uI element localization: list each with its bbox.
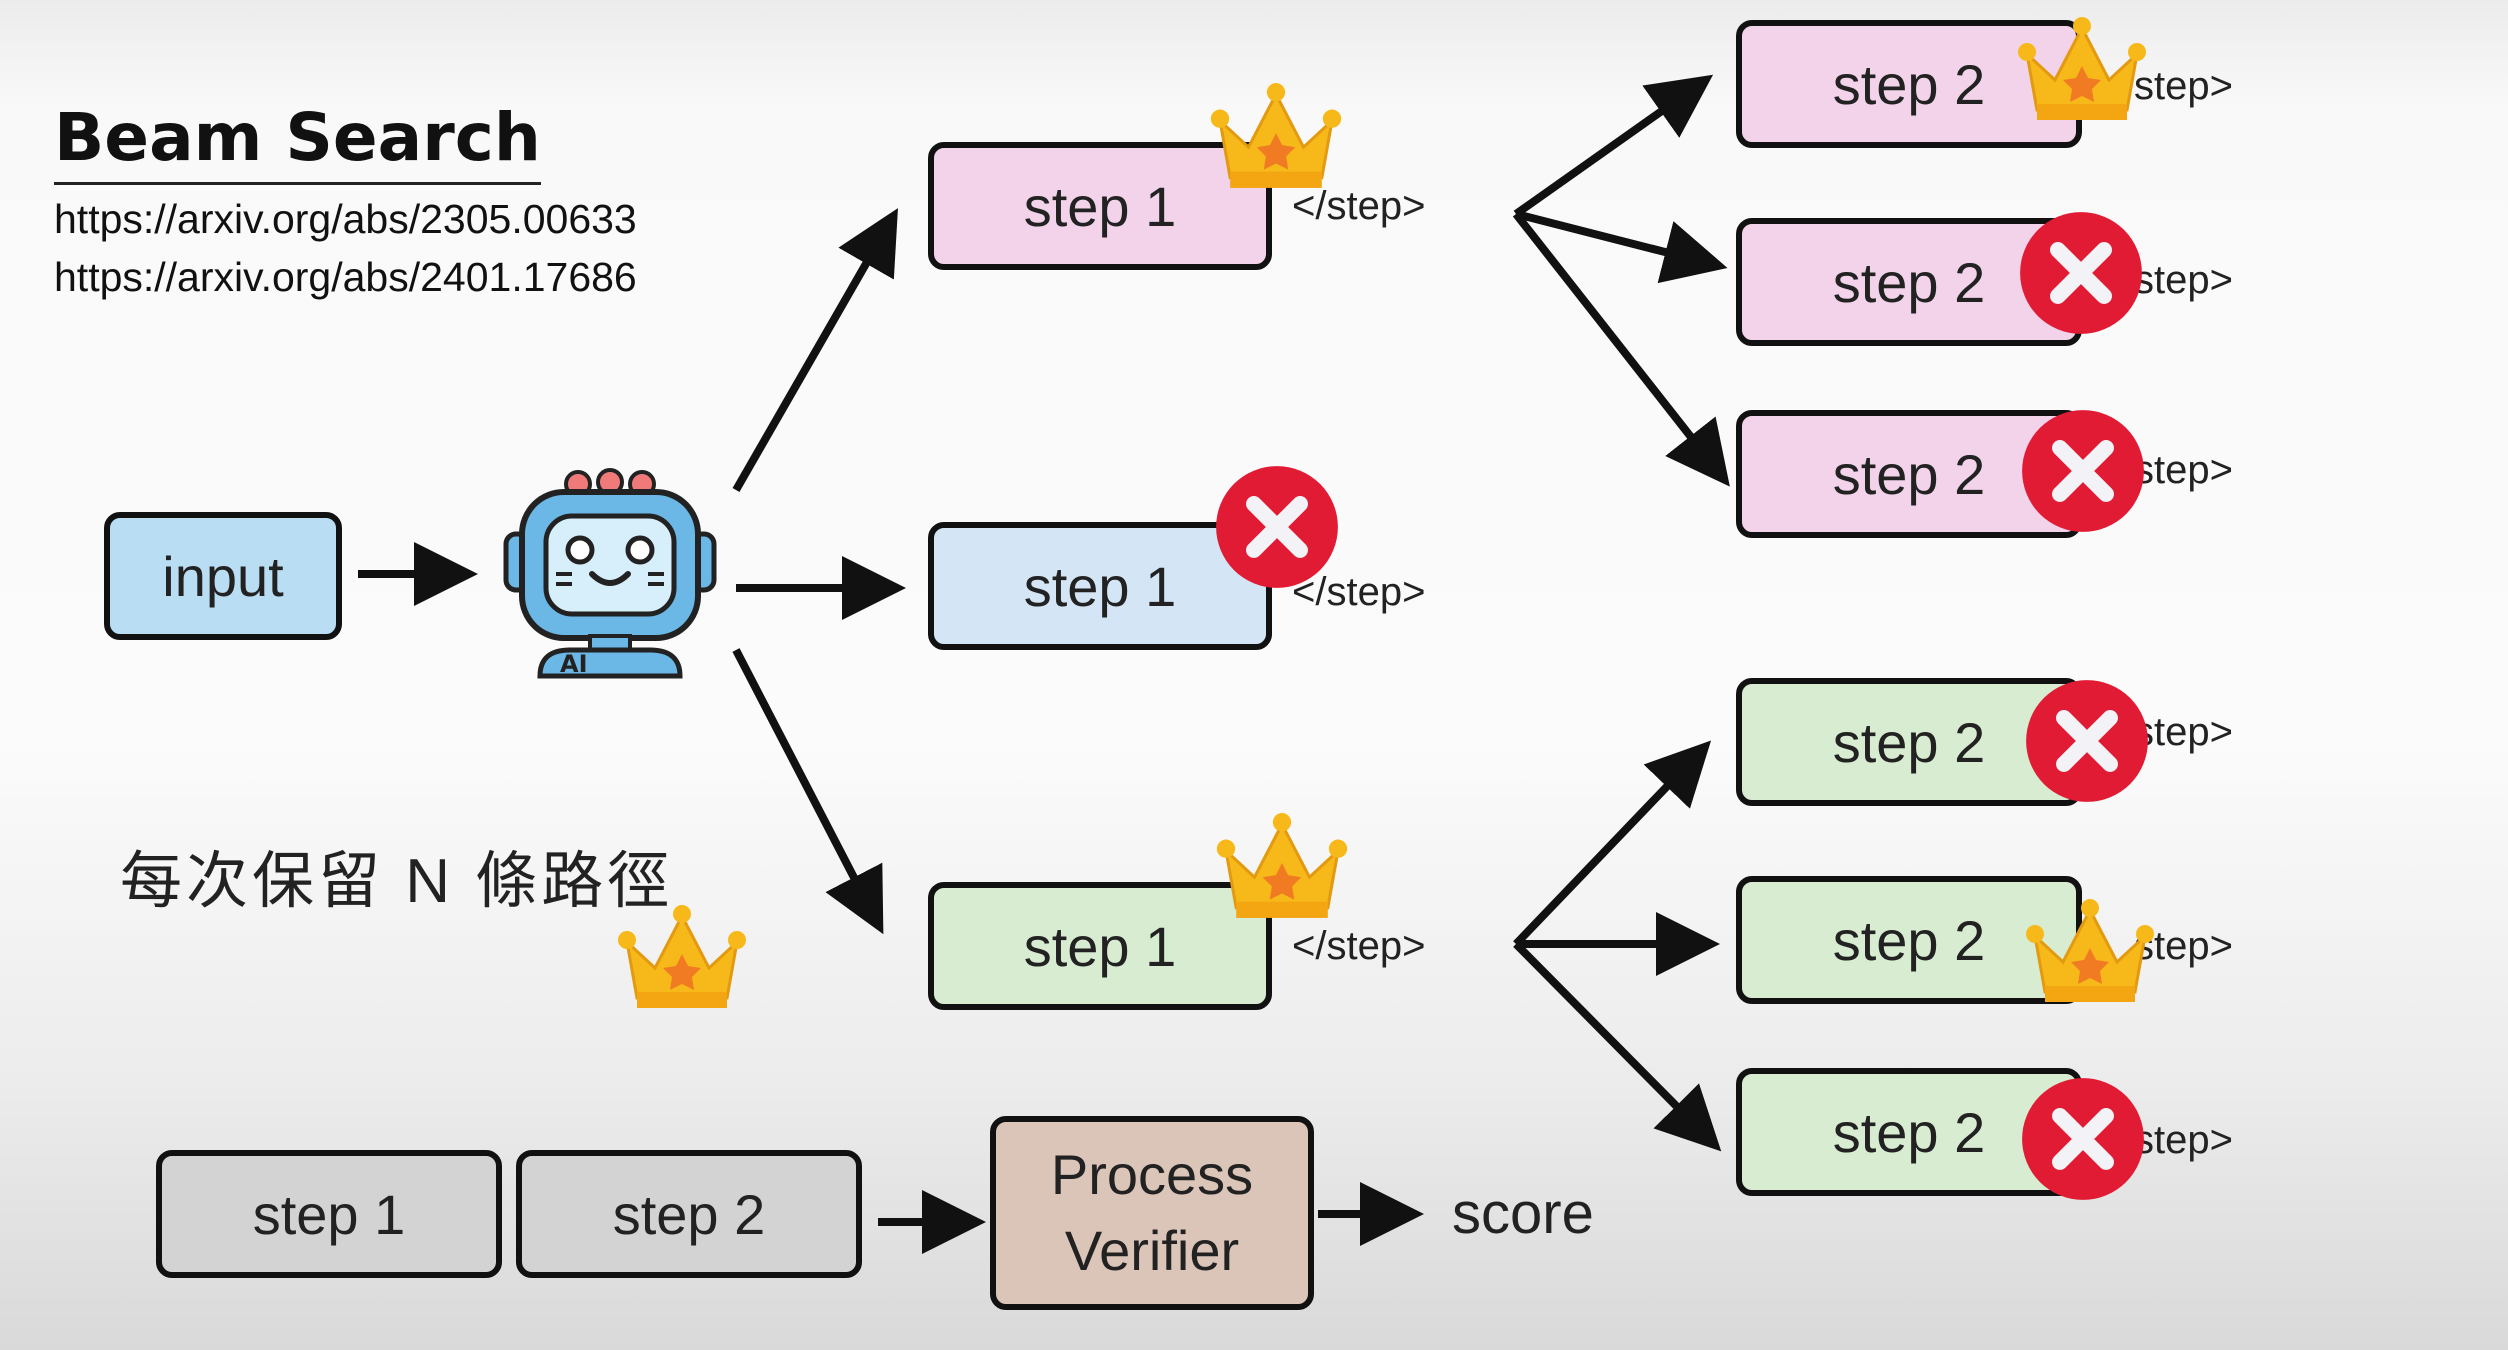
arrow-fan-top-1 [1513, 74, 1714, 218]
step2-box-bottom-3: step 2 [1736, 1068, 2082, 1196]
paper-link-2[interactable]: https://arxiv.org/abs/2401.17686 [54, 254, 637, 300]
cross-icon [2022, 1078, 2144, 1200]
step1-box-middle: step 1 [928, 522, 1272, 650]
step-end-tag: step> [2134, 448, 2233, 492]
input-box: input [104, 512, 342, 640]
verifier-line-1: Process [1050, 1143, 1254, 1206]
step-end-tag: step> [2134, 64, 2233, 108]
cross-icon [2026, 680, 2148, 802]
step1-box-verifier-input: step 1 [156, 1150, 502, 1278]
cross-icon [2022, 410, 2144, 532]
step2-box-verifier-input: step 2 [516, 1150, 862, 1278]
ai-robot-icon: AI [503, 468, 717, 679]
arrow-model-to-step1-top [732, 208, 898, 492]
cross-icon [1216, 466, 1338, 588]
step1-box-top: step 1 [928, 142, 1272, 270]
step-end-tag: step> [2134, 710, 2233, 754]
step-end-tag: </step> [1292, 570, 1426, 614]
beam-width-note: 每次保留 N 條路徑 [120, 847, 674, 916]
step1-box-bottom: step 1 [928, 882, 1272, 1010]
crown-icon [2018, 17, 2146, 120]
step-end-tag: </step> [1292, 924, 1426, 968]
crown-icon [1216, 813, 1348, 918]
step-end-tag: </step> [1292, 184, 1426, 228]
verifier-line-2: Verifier [1064, 1219, 1240, 1282]
paper-link-1[interactable]: https://arxiv.org/abs/2305.00633 [54, 196, 637, 242]
crown-icon [2026, 899, 2154, 1002]
step2-box-bottom-2: step 2 [1736, 876, 2082, 1004]
step-end-tag: step> [2134, 1118, 2233, 1162]
step2-box-bottom-1: step 2 [1736, 678, 2082, 806]
arrow-fan-bottom-1 [1513, 740, 1712, 947]
process-verifier-box: Process Verifier [990, 1116, 1314, 1310]
page-title: Beam Search [54, 98, 541, 185]
step2-box-top-1: step 2 [1736, 20, 2082, 148]
cross-icon [2020, 212, 2142, 334]
crown-icon [1210, 83, 1342, 188]
crown-icon [618, 905, 746, 1008]
arrow-fan-bottom-3 [1513, 941, 1722, 1152]
arrow-model-to-step1-bottom [732, 648, 884, 935]
arrow-fan-top-3 [1512, 211, 1730, 487]
svg-text:AI: AI [560, 650, 588, 678]
score-label: score [1452, 1181, 1594, 1246]
step-end-tag: step> [2134, 258, 2233, 302]
arrow-fan-top-2 [1515, 210, 1728, 284]
